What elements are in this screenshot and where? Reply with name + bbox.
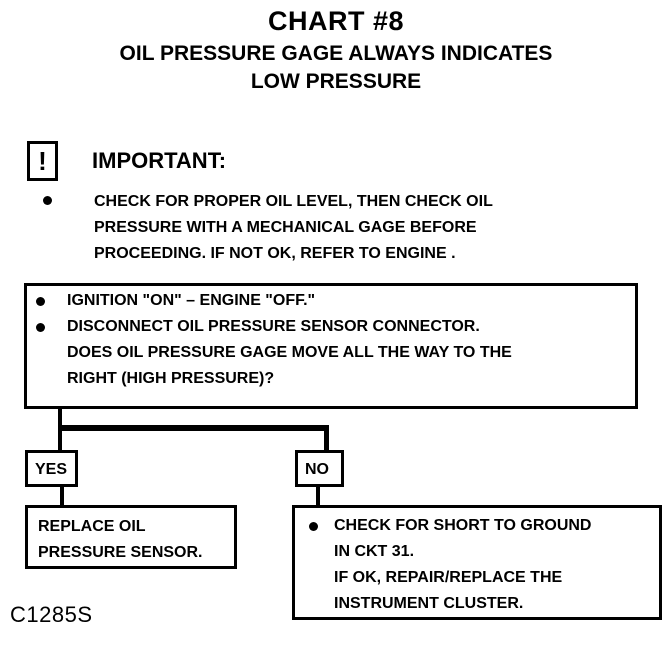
yes-action-box xyxy=(25,505,237,569)
yes-action: REPLACE OIL PRESSURE SENSOR. xyxy=(38,514,202,566)
no-action-line-1: CHECK FOR SHORT TO GROUND xyxy=(334,517,592,534)
yes-label-box xyxy=(25,450,78,487)
no-action-bullet-icon xyxy=(309,522,318,531)
important-note-line-2: PRESSURE WITH A MECHANICAL GAGE BEFORE xyxy=(94,219,477,236)
no-label-box xyxy=(295,450,344,487)
yes-action-line-2: PRESSURE SENSOR. xyxy=(38,544,203,561)
main-step-bullet-1: IGNITION "ON" – ENGINE "OFF." xyxy=(67,292,316,309)
main-step-bullet-2-icon xyxy=(36,323,45,332)
no-action-line-3: IF OK, REPAIR/REPLACE THE xyxy=(334,569,563,586)
important-label: IMPORTANT: xyxy=(92,148,227,173)
chart-title: CHART #8 xyxy=(267,6,405,36)
chart-subtitle-line-2: LOW PRESSURE xyxy=(250,70,422,93)
no-action: CHECK FOR SHORT TO GROUND IN CKT 31. IF … xyxy=(334,513,591,617)
yes-label: YES xyxy=(35,461,68,478)
no-label: NO xyxy=(305,461,329,478)
main-step-bullet-2-line-3: RIGHT (HIGH PRESSURE)? xyxy=(67,370,275,387)
connector-to-no xyxy=(324,425,329,452)
important-bullet-icon xyxy=(43,196,52,205)
main-step-bullet-2: DISCONNECT OIL PRESSURE SENSOR CONNECTOR… xyxy=(67,314,627,392)
connector-horizontal xyxy=(58,425,328,431)
yes-action-line-1: REPLACE OIL xyxy=(38,518,146,535)
important-note: CHECK FOR PROPER OIL LEVEL, THEN CHECK O… xyxy=(94,189,564,267)
main-step-box xyxy=(24,283,638,409)
connector-yes-to-action xyxy=(60,486,64,506)
chart-subtitle-line-1: OIL PRESSURE GAGE ALWAYS INDICATES xyxy=(119,42,553,65)
important-note-line-1: CHECK FOR PROPER OIL LEVEL, THEN CHECK O… xyxy=(94,193,493,210)
main-step-bullet-2-line-1: DISCONNECT OIL PRESSURE SENSOR CONNECTOR… xyxy=(67,318,480,335)
important-note-line-3: PROCEEDING. IF NOT OK, REFER TO ENGINE . xyxy=(94,245,456,262)
no-action-line-2: IN CKT 31. xyxy=(334,543,415,560)
important-exclamation-icon: ! xyxy=(27,141,58,181)
main-step-bullet-2-line-2: DOES OIL PRESSURE GAGE MOVE ALL THE WAY … xyxy=(67,344,512,361)
figure-code: C1285S xyxy=(10,602,93,627)
no-action-box xyxy=(292,505,662,620)
chart-subtitle: OIL PRESSURE GAGE ALWAYS INDICATES LOW P… xyxy=(0,40,672,96)
main-step-bullet-1-icon xyxy=(36,297,45,306)
connector-no-to-action xyxy=(316,486,320,506)
no-action-line-4: INSTRUMENT CLUSTER. xyxy=(334,595,524,612)
